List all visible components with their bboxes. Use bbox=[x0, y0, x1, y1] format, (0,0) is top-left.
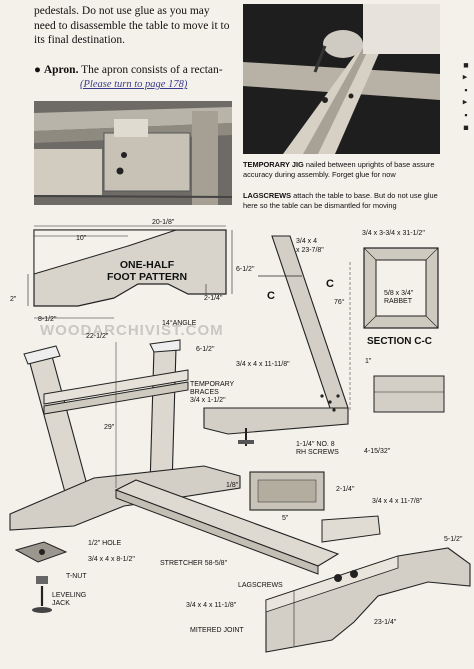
section-top-dim: 3/4 x 3-3/4 x 31-1/2" bbox=[362, 230, 425, 237]
base-braces: TEMPORARY BRACES 3/4 x 1-1/2" bbox=[190, 381, 235, 404]
bullet-dot-icon: ● bbox=[34, 64, 41, 76]
apron-photo bbox=[34, 101, 232, 205]
jig-photo-illustration bbox=[243, 4, 440, 154]
apron-photo-illustration bbox=[34, 101, 232, 205]
pattern-dim-inner: 2-1/4" bbox=[204, 295, 223, 302]
margin-marks: ■ ▸ ▪ ▸ ▪ ■ bbox=[461, 60, 471, 133]
foot-top-piece: 3/4 x 4 x 11-7/8" bbox=[372, 498, 423, 505]
apron-paragraph: ● Apron. The apron consists of a rectan- bbox=[34, 63, 238, 78]
cut-label-right: C bbox=[326, 278, 334, 290]
base-angle: 14°ANGLE bbox=[162, 320, 197, 327]
leg-angle: 76° bbox=[334, 299, 345, 306]
foot-assembly-drawing bbox=[265, 515, 471, 653]
pattern-dim-left: 2" bbox=[10, 296, 17, 303]
leg-detail-drawing bbox=[203, 235, 351, 446]
apron-end-drawing bbox=[373, 375, 445, 413]
block-detail-drawing bbox=[249, 471, 325, 511]
jig-photo bbox=[243, 4, 440, 154]
base-top-height: 6-1/2" bbox=[196, 346, 215, 353]
base-hole: 1/2" HOLE bbox=[88, 540, 122, 547]
pattern-dim-total: 20-1/8" bbox=[152, 219, 175, 226]
leveling-hardware-drawing bbox=[14, 541, 68, 613]
pattern-dim-top: 10" bbox=[76, 235, 87, 242]
foot-right-dim: 5-1/2" bbox=[444, 536, 463, 543]
pattern-dim-height: 6-1/2" bbox=[236, 266, 255, 273]
foot-length: 23-1/4" bbox=[374, 619, 397, 626]
base-leveling: LEVELING JACK bbox=[52, 592, 87, 607]
foot-side-piece: 3/4 x 4 x 11-1/8" bbox=[186, 602, 237, 609]
base-width: 22-1/2" bbox=[86, 333, 109, 340]
section-title: SECTION C-C bbox=[367, 336, 432, 347]
leg-side-dim: 4-15/32" bbox=[364, 448, 391, 455]
leg-top-dim: 1" bbox=[365, 358, 372, 365]
lagscrews-caption: LAGSCREWS attach the table to base. But … bbox=[243, 191, 438, 210]
leg-brace-dim: 3/4 x 4 x 11-11/8" bbox=[236, 361, 290, 368]
foot-pattern-drawing bbox=[27, 225, 233, 319]
block-width: 5" bbox=[282, 515, 289, 522]
cut-label-left: C bbox=[267, 290, 275, 302]
leg-dim-2: x 23-7/8" bbox=[296, 247, 324, 254]
foot-mitered: MITERED JOINT bbox=[190, 627, 244, 634]
leg-dim-1: 3/4 x 4 bbox=[296, 238, 318, 245]
jig-caption: TEMPORARY JIG nailed between uprights of… bbox=[243, 160, 435, 179]
pattern-title: ONE-HALF FOOT PATTERN bbox=[106, 259, 188, 283]
article-paragraph: pedestals. Do not use glue as you may ne… bbox=[34, 5, 230, 46]
base-pad: 3/4 x 4 x 8-1/2" bbox=[88, 556, 135, 563]
base-tnut: T-NUT bbox=[66, 573, 87, 580]
continue-link[interactable]: (Please turn to page 178) bbox=[80, 79, 188, 90]
stretcher-drawing bbox=[114, 479, 340, 575]
block-height: 2-1/4" bbox=[336, 486, 355, 493]
pattern-dim-bottom: 8-1/2" bbox=[38, 316, 57, 323]
apron-text: The apron consists of a rectan- bbox=[81, 64, 223, 76]
watermark: WOODARCHIVIST.COM bbox=[40, 322, 224, 339]
apron-heading: Apron. bbox=[43, 64, 79, 76]
leg-screws: 1-1/4" NO. 8 RH SCREWS bbox=[296, 441, 339, 456]
section-cc-drawing bbox=[363, 247, 439, 329]
foot-lagscrews: LAGSCREWS bbox=[238, 582, 283, 589]
block-top: 1/8" bbox=[226, 482, 239, 489]
section-rabbet: 5/8 x 3/4" RABBET bbox=[384, 290, 414, 305]
base-height: 29" bbox=[104, 424, 115, 431]
stretcher-label: STRETCHER 58-5/8" bbox=[160, 560, 228, 567]
